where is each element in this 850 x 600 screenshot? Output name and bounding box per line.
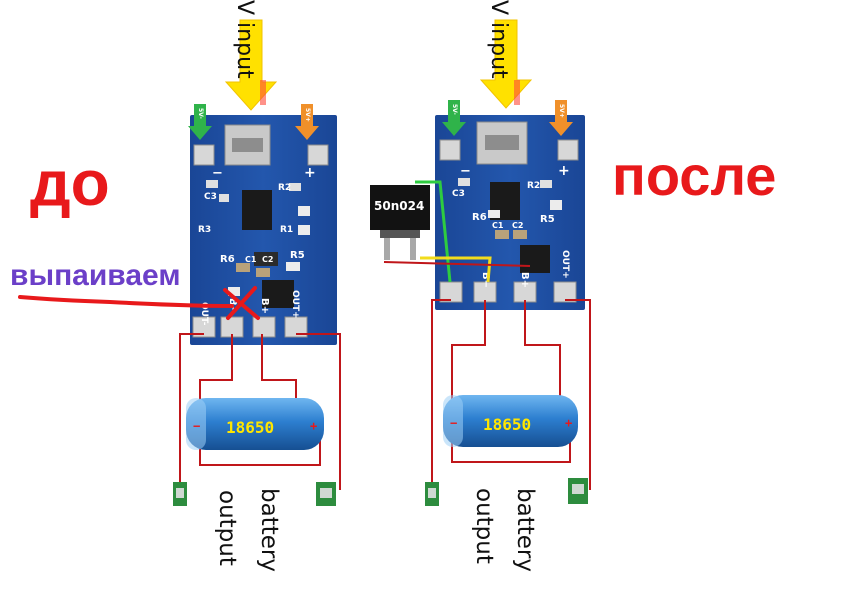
battery-cell-after: 18650 − + <box>443 395 578 447</box>
wire-green <box>415 180 452 283</box>
svg-text:+: + <box>565 416 572 430</box>
mosfet-label: 50n024 <box>374 199 424 213</box>
battery-cell-before: 18650 − + <box>186 398 324 450</box>
pcb-label-out-minus: OUT- <box>199 302 209 326</box>
wires-after <box>431 299 591 490</box>
pcb-label-out-plus: OUT+ <box>560 250 570 279</box>
board-after: − + C3 R2 R6 R5 C1 C2 B− B+ OUT+ 50n024 <box>370 0 591 572</box>
pcb-label-r5: R5 <box>290 250 305 261</box>
output-label: output <box>214 490 240 566</box>
input-label: V input <box>486 0 511 79</box>
protection-chip <box>262 280 294 308</box>
pin-label-5v-minus: 5V- <box>197 108 204 119</box>
desolder-x-mark <box>223 286 260 320</box>
charger-chip <box>242 190 272 230</box>
desolder-pointer-line <box>18 295 234 308</box>
pin-label-5v-plus: 5V+ <box>304 108 311 122</box>
label-desolder: выпаиваем <box>10 259 181 292</box>
pcb-label-c3: C3 <box>452 189 465 199</box>
pcb-label-r1: R1 <box>280 225 293 235</box>
pcb-label-plus: + <box>304 165 316 181</box>
svg-text:−: − <box>193 419 200 433</box>
input-arrow-green <box>188 104 212 140</box>
battery-label: battery <box>512 488 538 572</box>
pin-label-5v-plus: 5V+ <box>558 104 565 118</box>
pcb-label-r5: R5 <box>540 214 555 225</box>
input-arrow-orange <box>549 100 573 136</box>
svg-text:+: + <box>310 419 317 433</box>
pcb-label-r6: R6 <box>220 254 235 265</box>
input-arrow-green <box>442 100 466 136</box>
protection-chip <box>520 245 550 273</box>
pcb-label-c2: C2 <box>512 221 523 230</box>
board-before: − + C3 R2 R3 R1 R6 R5 C1 C2 OUT- B− B+ O… <box>18 0 341 572</box>
input-arrow-orange <box>295 104 319 140</box>
pcb-label-plus: + <box>558 163 570 179</box>
battery-label: battery <box>256 488 282 572</box>
pcb-label-c1: C1 <box>492 221 504 230</box>
pcb-label-r2: R2 <box>278 183 291 193</box>
output-label: output <box>471 488 497 564</box>
wire-red-added <box>383 261 531 267</box>
svg-text:−: − <box>450 416 457 430</box>
pcb-label-c3: C3 <box>204 192 217 202</box>
input-label: V input <box>232 0 257 79</box>
pcb-label-c1: C1 <box>245 255 257 264</box>
cell-label: 18650 <box>483 415 531 434</box>
pin-label-5v-minus: 5V- <box>451 104 458 115</box>
label-before: до <box>30 147 110 219</box>
pcb-label-r3: R3 <box>198 225 211 235</box>
pcb-label-b-minus: B− <box>480 272 491 288</box>
pcb-label-out-plus: OUT+ <box>290 290 300 319</box>
mosfet-component: 50n024 <box>370 185 430 260</box>
pcb-label-c2: C2 <box>262 255 273 264</box>
pcb-label-r2: R2 <box>527 181 540 191</box>
label-after: после <box>612 144 776 207</box>
cell-label: 18650 <box>226 418 274 437</box>
pcb-label-b-plus: B+ <box>519 272 530 288</box>
pcb-label-b-plus: B+ <box>259 298 270 314</box>
pcb-label-minus: − <box>460 164 471 179</box>
pcb-label-minus: − <box>212 166 223 181</box>
wire-yellow <box>420 256 492 283</box>
pcb-label-r6: R6 <box>472 212 487 223</box>
